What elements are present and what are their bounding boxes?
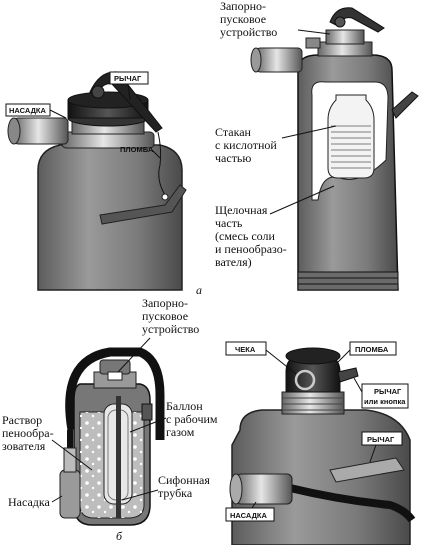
- label-a-alk-3: (смесь соли: [215, 229, 275, 243]
- panel-b-cutaway-labels: Запорно- пусковое устройство Баллон с ра…: [2, 296, 218, 543]
- label-b-seal: ПЛОМБА: [355, 345, 389, 354]
- panel-a-cutaway: [250, 7, 419, 291]
- panel-a-exterior-labels: РЫЧАГ НАСАДКА ПЛОМБА: [5, 71, 161, 159]
- label-b-lever: РЫЧАГ: [367, 435, 395, 444]
- label-b-sol-2: пенообра-: [2, 426, 54, 440]
- label-nozzle: НАСАДКА: [9, 106, 46, 115]
- caption-a: а: [196, 283, 202, 297]
- label-b-gas-3: газом: [166, 425, 195, 439]
- label-lever: РЫЧАГ: [114, 74, 142, 83]
- label-a-alk-4: и пенообразо-: [215, 242, 287, 256]
- panel-b-cutaway: [59, 347, 165, 526]
- label-a-cup-1: Стакан: [215, 125, 252, 139]
- label-a-alk-2: часть: [215, 216, 243, 230]
- panel-a-cutaway-labels: Запорно- пусковое устройство Стакан с ки…: [196, 0, 337, 297]
- label-a-alk-5: вателя): [215, 255, 252, 269]
- label-b-siphon-2: трубка: [158, 486, 193, 500]
- label-b-closeup-nozzle: НАСАДКА: [230, 511, 267, 520]
- label-b-sol-1: Раствор: [2, 413, 42, 427]
- label-b-siphon-1: Сифонная: [158, 473, 210, 487]
- label-b-nozzle: Насадка: [8, 495, 51, 509]
- label-a-alk-1: Щелочная: [215, 203, 268, 217]
- label-b-gas-1: Баллон: [166, 399, 203, 413]
- label-pin: ЧЕКА: [235, 345, 256, 354]
- label-a-cup-3: частью: [215, 151, 251, 165]
- label-a-cup-2: с кислотной: [215, 138, 277, 152]
- label-a-valve-3: устройство: [220, 25, 277, 39]
- label-lever-button-1: РЫЧАГ: [374, 387, 402, 396]
- label-lever-button-2: или кнопка: [364, 397, 406, 406]
- label-b-valve-2: пусковое: [142, 309, 188, 323]
- panel-b-closeup-labels: ЧЕКА ПЛОМБА РЫЧАГ или кнопка РЫЧАГ НАСАД…: [225, 341, 409, 522]
- label-a-valve-2: пусковое: [220, 12, 266, 26]
- label-a-valve-1: Запорно-: [220, 0, 266, 13]
- label-b-sol-3: зователя: [2, 439, 46, 453]
- label-b-valve-3: устройство: [142, 322, 199, 336]
- label-b-valve-1: Запорно-: [142, 296, 188, 310]
- label-b-gas-2: с рабочим: [166, 412, 218, 426]
- label-seal: ПЛОМБА: [120, 145, 154, 154]
- panel-a-exterior: [7, 71, 187, 291]
- caption-b: б: [116, 529, 123, 543]
